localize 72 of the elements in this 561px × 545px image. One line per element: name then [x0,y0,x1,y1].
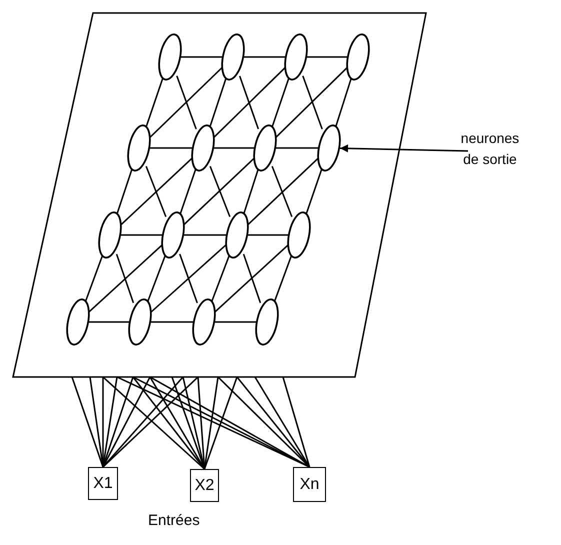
connection-line [197,376,206,470]
connection-line [120,156,194,226]
connection-line [204,376,219,470]
connection-line [204,376,238,470]
connection-line [148,66,224,139]
output-neurons-label: neurones de sortie [460,129,520,169]
neuron-ellipse [256,298,278,346]
neuron-ellipse [99,211,121,259]
connection-line [212,66,286,139]
connection-line [150,147,192,149]
connection-line [116,167,134,216]
connection-line [307,56,347,58]
connection-line [102,376,184,468]
connection-line [89,376,104,468]
neuron-ellipse [129,298,151,346]
connection-line [88,244,164,314]
connection-line [248,234,288,236]
connection-line [151,321,193,323]
connection-line [146,253,167,304]
neuron-ellipse [254,124,276,172]
connection-line [242,254,262,304]
connection-line [145,166,167,217]
connection-line [242,167,260,216]
connection-line [302,76,323,130]
connection-line [132,376,206,470]
connection-line [246,157,320,226]
connection-line [270,76,290,129]
connection-line [209,166,231,217]
neuron-ellipse [159,33,181,81]
connection-line [304,166,324,216]
connection-line [144,76,164,129]
input-node: Xn [293,467,326,502]
connection-line [181,56,222,58]
connection-line [178,166,198,216]
connection-line [71,376,104,468]
connection-line [274,66,348,139]
connection-line [276,147,318,149]
connection-line [89,321,129,323]
leader-arrow [340,144,468,152]
input-node: X1 [88,467,118,500]
inputs-label: Entrées [148,512,200,529]
connection-line [182,157,256,226]
connection-line [244,56,285,58]
map-plane [13,13,427,378]
connection-line [238,76,260,130]
connection-line [210,253,231,304]
connection-line [214,244,290,314]
connection-line [334,76,352,129]
neuron-ellipse [67,298,89,346]
connection-line [150,244,228,314]
connection-line [116,254,134,304]
neuron-ellipse [192,124,214,172]
connection-line [184,234,226,236]
connection-line [179,254,198,304]
connection-line [215,321,256,323]
neuron-ellipse [193,298,215,346]
connection-line [121,234,162,236]
neuron-ellipse [226,211,248,259]
connection-line [271,166,293,217]
connection-line [176,76,197,130]
neuron-ellipse [285,33,307,81]
neuron-ellipse [318,124,340,172]
connection-line [282,376,310,468]
neuron-ellipse [128,124,150,172]
neuron-ellipse [288,211,310,259]
connection-line [214,147,254,149]
connection-line [208,76,228,129]
neuron-ellipse [222,33,244,81]
input-node: X2 [190,469,219,502]
neuron-ellipse [347,33,369,81]
connection-line [254,376,310,468]
neuron-ellipse [162,211,184,259]
